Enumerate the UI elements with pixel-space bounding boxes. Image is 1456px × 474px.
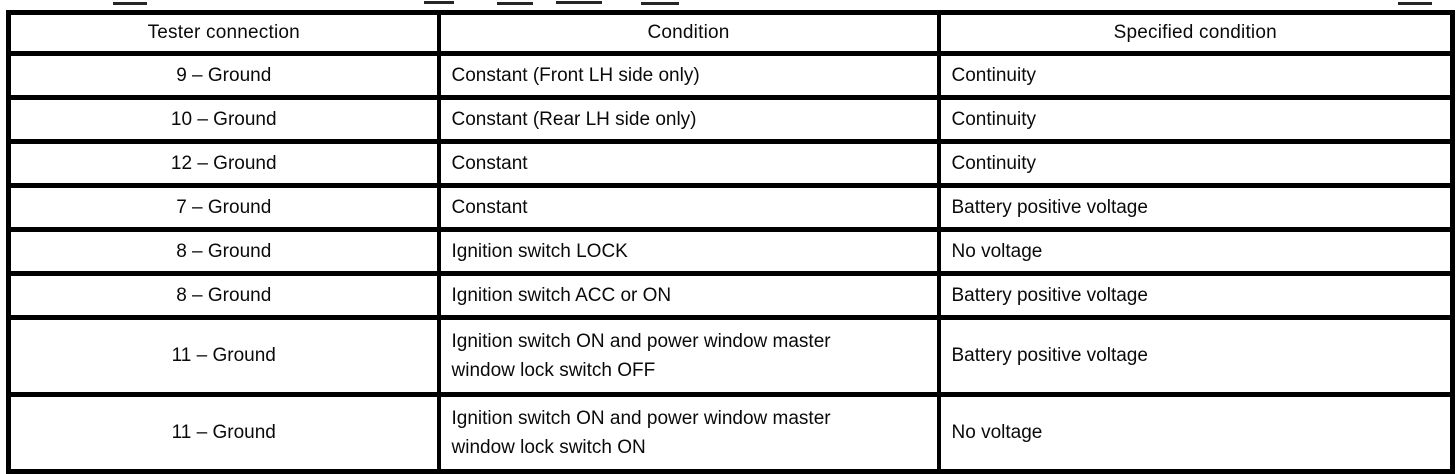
column-header-tester-connection: Tester connection	[6, 10, 441, 56]
cell-specified-condition: Continuity	[936, 139, 1455, 188]
cell-condition: Ignition switch ACC or ON	[436, 271, 941, 320]
column-header-specified-condition: Specified condition	[936, 10, 1455, 56]
scan-artifact	[113, 2, 147, 5]
cell-specified-condition: No voltage	[936, 227, 1455, 276]
cell-specified-condition: Battery positive voltage	[936, 271, 1455, 320]
cell-condition: Constant	[436, 139, 941, 188]
cell-condition: Constant (Rear LH side only)	[436, 95, 941, 144]
cell-specified-condition: No voltage	[936, 392, 1455, 474]
cell-specified-condition: Continuity	[936, 95, 1455, 144]
cell-specified-condition: Continuity	[936, 51, 1455, 100]
cell-tester-connection: 8 – Ground	[6, 271, 441, 320]
column-header-condition: Condition	[436, 10, 941, 56]
cell-condition: Ignition switch LOCK	[436, 227, 941, 276]
cell-tester-connection: 11 – Ground	[6, 315, 441, 397]
cell-condition: Ignition switch ON and power window mast…	[436, 392, 941, 474]
scan-artifact	[641, 2, 679, 5]
scanned-document-page: { "table": { "columns": ["Tester connect…	[6, 1, 1455, 474]
cell-condition: Ignition switch ON and power window mast…	[436, 315, 941, 397]
scan-artifact	[497, 2, 533, 5]
cell-tester-connection: 12 – Ground	[6, 139, 441, 188]
cell-condition: Constant (Front LH side only)	[436, 51, 941, 100]
scan-artifact	[1398, 2, 1432, 5]
cell-tester-connection: 11 – Ground	[6, 392, 441, 474]
header-row: Tester connection Condition Specified co…	[6, 10, 1455, 56]
cell-condition: Constant	[436, 183, 941, 232]
tester-connection-spec-table: Tester connection Condition Specified co…	[6, 10, 1455, 474]
cell-tester-connection: 9 – Ground	[6, 51, 441, 100]
scan-artifact	[556, 1, 602, 4]
cell-tester-connection: 7 – Ground	[6, 183, 441, 232]
scan-artifact	[424, 1, 454, 4]
spec-table-container: Tester connection Condition Specified co…	[6, 10, 1455, 474]
cell-specified-condition: Battery positive voltage	[936, 183, 1455, 232]
cell-tester-connection: 8 – Ground	[6, 227, 441, 276]
cell-tester-connection: 10 – Ground	[6, 95, 441, 144]
cell-specified-condition: Battery positive voltage	[936, 315, 1455, 397]
